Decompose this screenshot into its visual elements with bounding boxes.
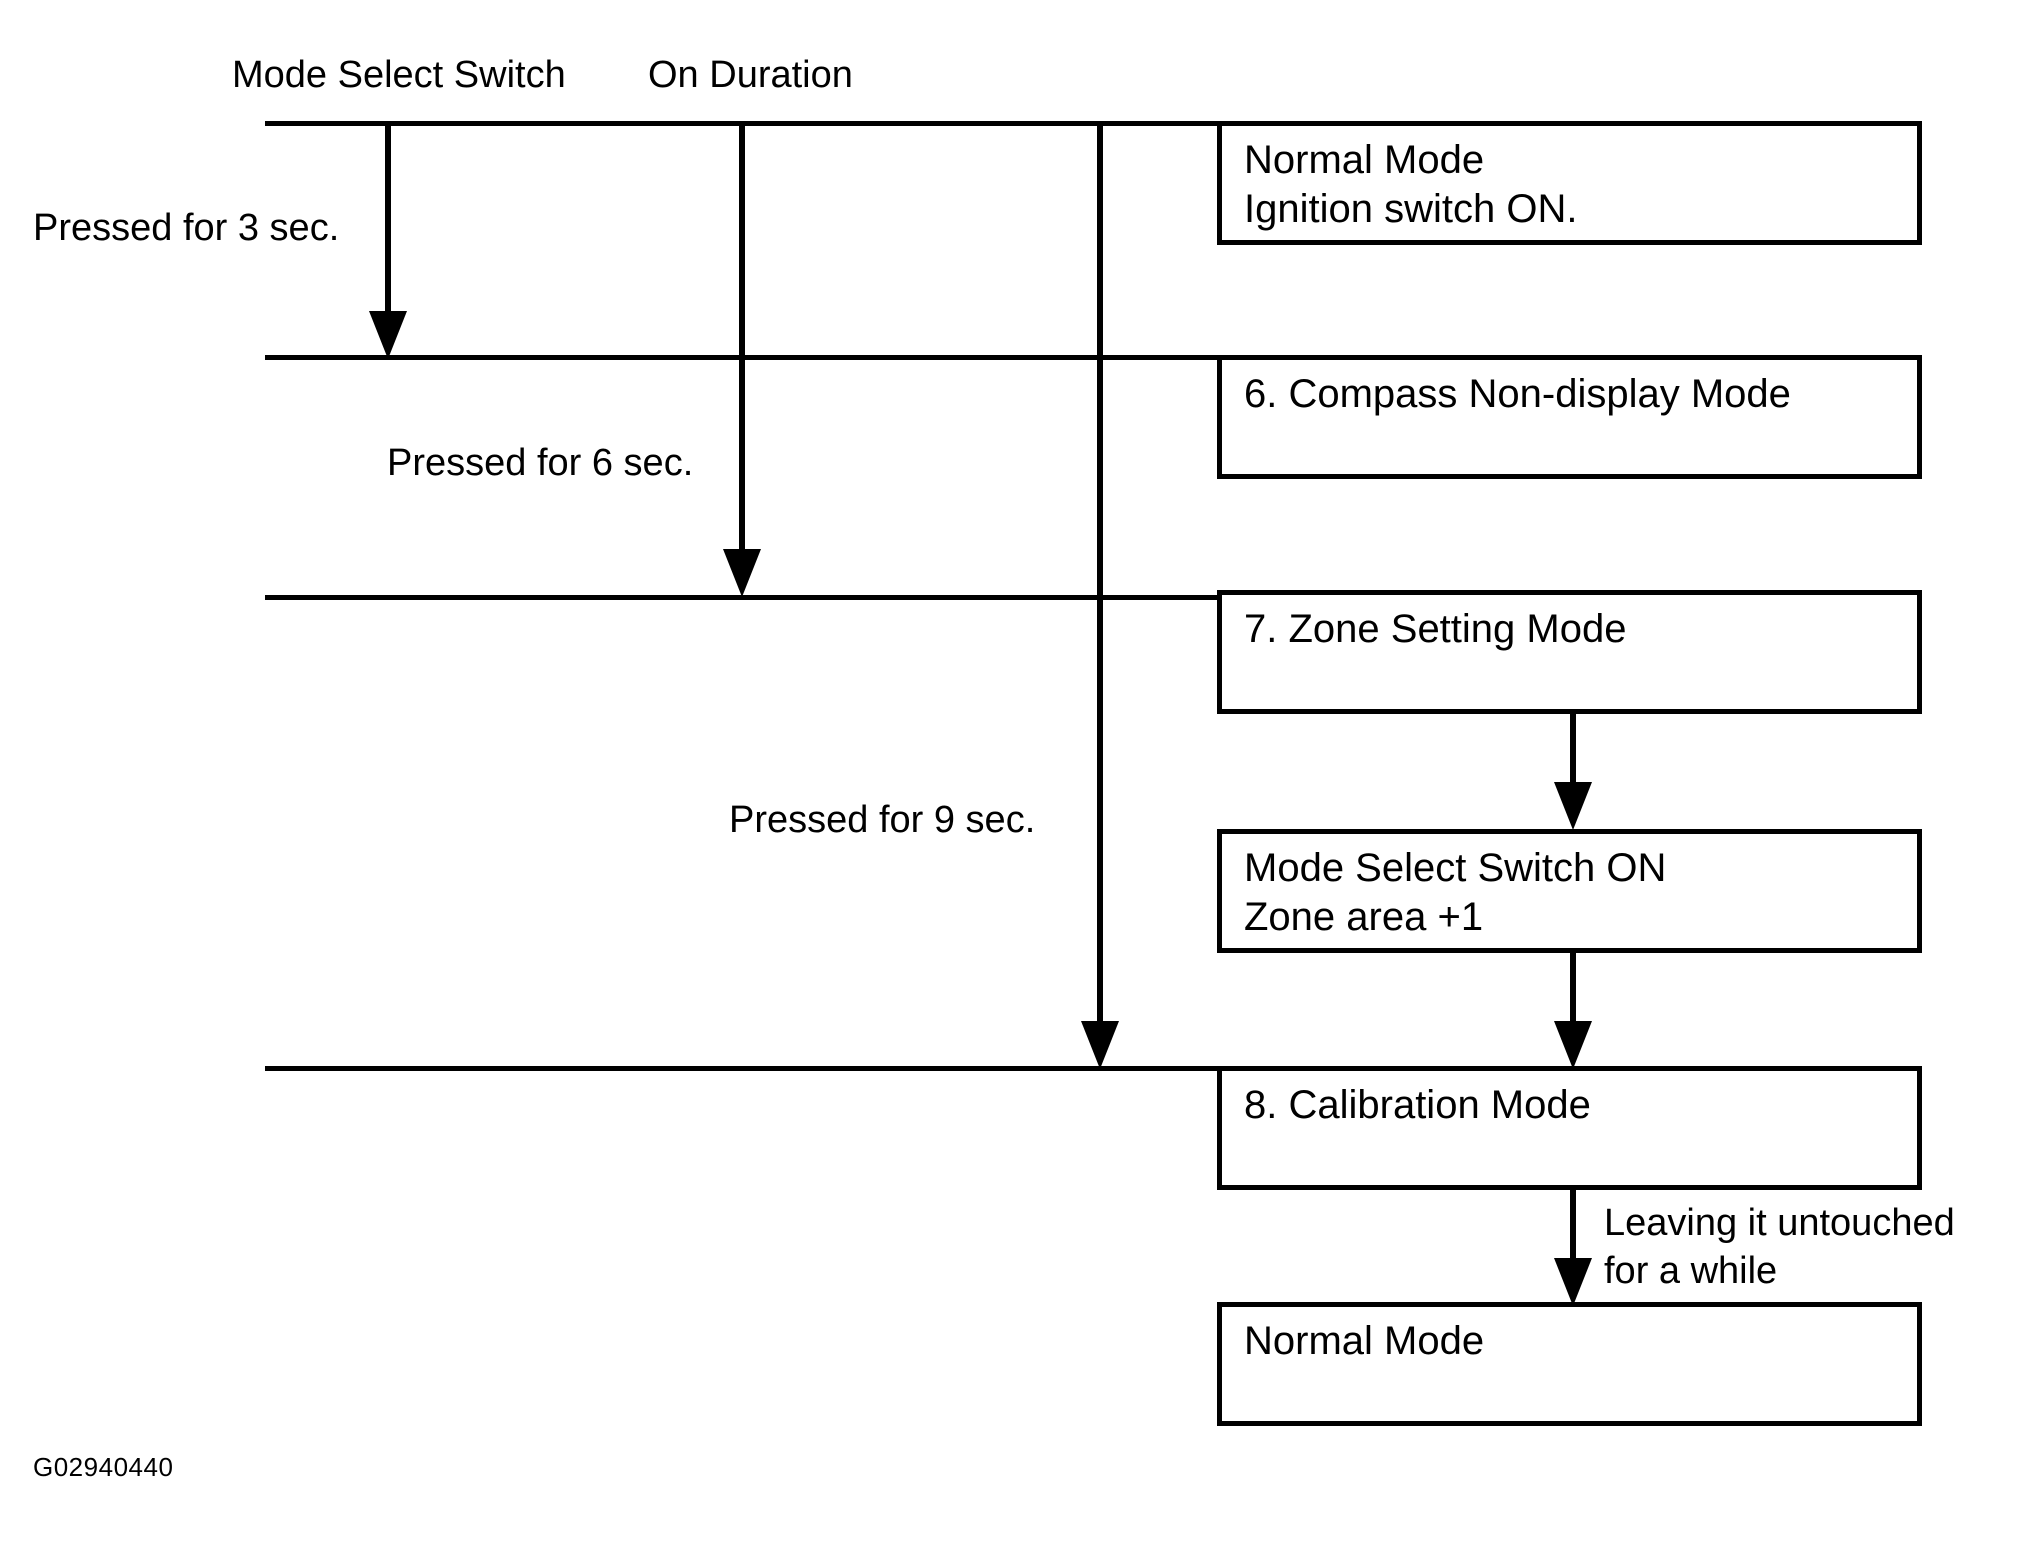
timeline-rule-1 xyxy=(265,121,1120,126)
duration-label-3sec: Pressed for 3 sec. xyxy=(33,207,340,249)
duration-arrow-line-9sec xyxy=(1097,121,1103,1041)
figure-id-label: G02940440 xyxy=(33,1452,174,1482)
mode-box-mode-select-switch-on: Mode Select Switch ON Zone area +1 xyxy=(1217,829,1922,953)
timeline-rule-4 xyxy=(265,1066,1120,1071)
duration-arrow-line-3sec xyxy=(385,121,391,331)
duration-label-9sec: Pressed for 9 sec. xyxy=(729,799,1036,841)
flow-arrowhead-switch-to-calibration xyxy=(1554,1021,1592,1069)
mode-box-line-1: Normal Mode xyxy=(1244,1319,1485,1363)
connector-stub-4 xyxy=(1120,1066,1220,1071)
mode-box-line-1: 6. Compass Non-display Mode xyxy=(1244,372,1791,416)
flow-arrowhead-calibration-to-normal xyxy=(1554,1258,1592,1306)
connector-stub-3 xyxy=(1120,595,1220,600)
mode-box-zone-setting: 7. Zone Setting Mode xyxy=(1217,590,1922,714)
mode-box-line-2: Zone area +1 xyxy=(1244,895,1484,939)
column-header-on-duration: On Duration xyxy=(648,54,853,96)
duration-arrowhead-3sec xyxy=(369,311,407,359)
mode-box-line-1: 7. Zone Setting Mode xyxy=(1244,607,1627,651)
mode-box-line-1: Mode Select Switch ON xyxy=(1244,846,1667,890)
mode-box-normal-mode-end: Normal Mode xyxy=(1217,1302,1922,1426)
duration-label-6sec: Pressed for 6 sec. xyxy=(387,442,694,484)
duration-arrowhead-6sec xyxy=(723,549,761,597)
mode-box-normal-mode-start: Normal Mode Ignition switch ON. xyxy=(1217,121,1922,245)
duration-arrowhead-9sec xyxy=(1081,1021,1119,1069)
flow-arrow-line-calibration-to-normal xyxy=(1570,1188,1576,1260)
column-header-mode-select-switch: Mode Select Switch xyxy=(232,54,566,96)
transition-note-line-2: for a while xyxy=(1604,1250,1778,1292)
transition-note-line-1: Leaving it untouched xyxy=(1604,1202,1955,1244)
duration-arrow-line-6sec xyxy=(739,121,745,569)
mode-box-line-1: 8. Calibration Mode xyxy=(1244,1083,1591,1127)
flow-arrow-line-zone-to-switch xyxy=(1570,712,1576,784)
flow-arrow-line-switch-to-calibration xyxy=(1570,951,1576,1023)
connector-stub-1 xyxy=(1120,121,1220,126)
timeline-rule-3 xyxy=(265,595,1120,600)
flow-arrowhead-zone-to-switch xyxy=(1554,782,1592,830)
mode-box-compass-non-display: 6. Compass Non-display Mode xyxy=(1217,355,1922,479)
mode-box-calibration: 8. Calibration Mode xyxy=(1217,1066,1922,1190)
timeline-rule-2 xyxy=(265,355,1120,360)
connector-stub-2 xyxy=(1120,355,1220,360)
mode-box-line-2: Ignition switch ON. xyxy=(1244,187,1578,231)
mode-box-line-1: Normal Mode xyxy=(1244,138,1485,182)
